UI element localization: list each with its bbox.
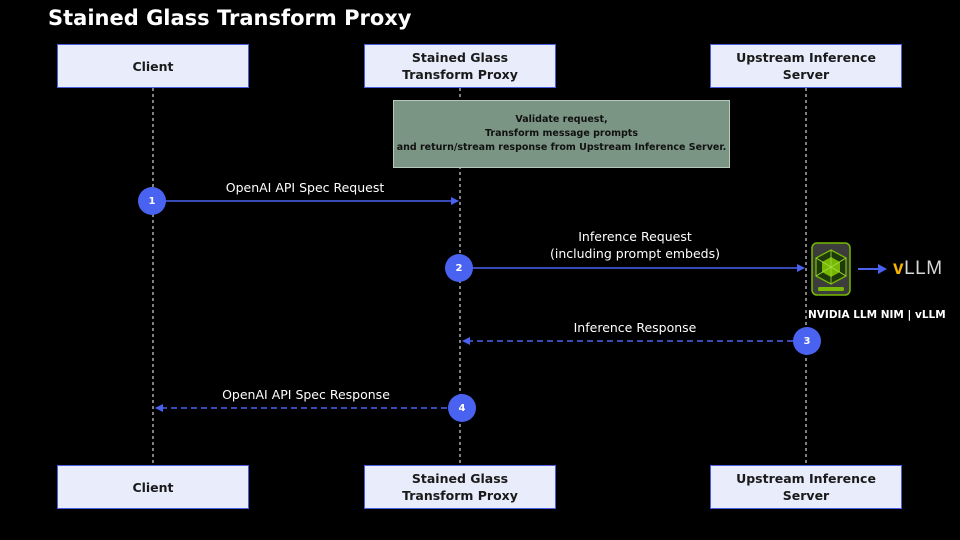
actor-client-label: Client	[132, 58, 174, 74]
nim-to-vllm-arrowhead	[878, 264, 887, 274]
nim-vllm-label: NVIDIA LLM NIM | vLLM	[808, 309, 946, 321]
actor-proxy-label: Stained Glass Transform Proxy	[402, 471, 518, 503]
actor-upstream-label: Upstream Inference Server	[736, 471, 876, 503]
step-2-badge: 2	[445, 254, 473, 282]
actor-proxy-top: Stained Glass Transform Proxy	[364, 44, 556, 88]
step-1-badge: 1	[138, 187, 166, 215]
proxy-note-text: Validate request, Transform message prom…	[396, 114, 727, 153]
step-3-badge: 3	[793, 327, 821, 355]
vllm-logo-v: v	[893, 258, 905, 279]
vllm-logo-text: LLM	[904, 258, 943, 279]
message-2-label: Inference Request (including prompt embe…	[549, 229, 721, 261]
actor-client-bottom: Client	[57, 465, 249, 509]
nvidia-nim-cube-icon	[811, 242, 851, 296]
vllm-logo: vLLM	[893, 258, 943, 280]
actor-upstream-label: Upstream Inference Server	[736, 50, 876, 82]
message-1-label: OpenAI API Spec Request	[225, 180, 385, 195]
actor-client-top: Client	[57, 44, 249, 88]
actor-upstream-bottom: Upstream Inference Server	[710, 465, 902, 509]
message-3-label: Inference Response	[573, 320, 697, 335]
page-title: Stained Glass Transform Proxy	[48, 6, 412, 30]
actor-client-label: Client	[132, 479, 174, 495]
actor-proxy-bottom: Stained Glass Transform Proxy	[364, 465, 556, 509]
message-4-label: OpenAI API Spec Response	[222, 387, 390, 402]
actor-upstream-top: Upstream Inference Server	[710, 44, 902, 88]
proxy-note: Validate request, Transform message prom…	[393, 100, 730, 168]
step-4-badge: 4	[448, 394, 476, 422]
actor-proxy-label: Stained Glass Transform Proxy	[402, 50, 518, 82]
